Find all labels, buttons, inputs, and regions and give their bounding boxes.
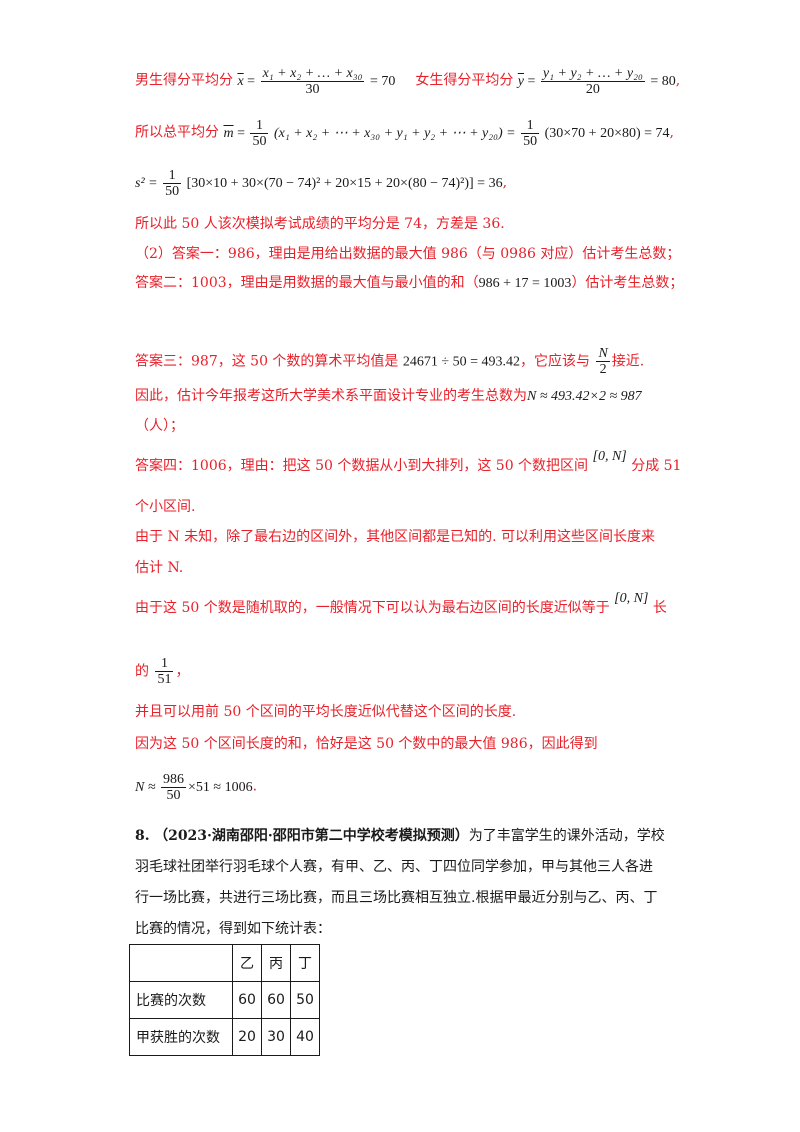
problem-number: 8. xyxy=(135,828,150,844)
answer-two: 答案二：1003，理由是用数据的最大值与最小值的和（986 + 17 = 100… xyxy=(135,275,684,291)
interval-0-n: [0, N] xyxy=(592,449,627,464)
answer-four-line2: 个小区间. xyxy=(135,499,196,515)
problem-source: （2023·湖南邵阳·邵阳市第二中学校考模拟预测） xyxy=(154,828,469,844)
answer-one: （2）答案一：986，理由是用给出数据的最大值 986（与 0986 对应）估计… xyxy=(135,246,681,262)
answer-three-formula: 24671 ÷ 50 = 493.42 xyxy=(402,354,520,370)
problem-8-line4: 比赛的情况，得到如下统计表： xyxy=(135,921,331,937)
part1-conclusion: 所以此 50 人该次模拟考试成绩的平均分是 74，方差是 36. xyxy=(135,216,505,232)
interval-0-n-2: [0, N] xyxy=(614,591,649,606)
answer-four-line6: 的 1 51 ， xyxy=(135,656,190,687)
male-avg-formula: x = x₁ + x₂ + … + x₃₀ 30 = 70 xyxy=(237,66,396,97)
total-avg-label: 所以总平均分 xyxy=(135,124,219,141)
final-estimate-formula: N ≈ 986 50 ×51 ≈ 1006 xyxy=(135,772,253,803)
answer-four-final: N ≈ 986 50 ×51 ≈ 1006. xyxy=(135,772,258,803)
table-header-row: 乙 丙 丁 xyxy=(129,944,320,982)
problem-8-line1: 8. （2023·湖南邵阳·邵阳市第二中学校考模拟预测）为了丰富学生的课外活动，… xyxy=(135,828,665,844)
answer-four-line7: 并且可以用前 50 个区间的平均长度近似代替这个区间的长度. xyxy=(135,704,517,720)
total-avg-formula: m = 1 50 (x₁ + x₂ + ⋯ + x₃₀ + y₁ + y₂ + … xyxy=(223,118,670,149)
table-row: 比赛的次数 60 60 50 xyxy=(129,981,320,1019)
n-over-2-fraction: N 2 xyxy=(596,346,610,377)
table-cell: 20 xyxy=(232,1018,262,1056)
answer-four-line4: 估计 N. xyxy=(135,560,184,576)
answer-three-unit: （人）； xyxy=(135,418,184,434)
answer-three: 答案三：987，这 50 个数的算术平均值是 24671 ÷ 50 = 493.… xyxy=(135,346,645,377)
one-over-51-fraction: 1 51 xyxy=(155,656,174,687)
male-female-average-line: 男生得分平均分 x = x₁ + x₂ + … + x₃₀ 30 = 70 女生… xyxy=(135,66,681,97)
problem-8-line3: 行一场比赛，共进行三场比赛，而且三场比赛相互独立.根据甲最近分别与乙、丙、丁 xyxy=(135,890,658,906)
table-corner-cell xyxy=(129,944,233,982)
female-avg-formula: y = y₁ + y₂ + … + y₂₀ 20 = 80 xyxy=(517,66,676,97)
row-label: 比赛的次数 xyxy=(129,981,233,1019)
problem-8-line2: 羽毛球社团举行羽毛球个人赛，有甲、乙、丙、丁四位同学参加，甲与其他三人各进 xyxy=(135,859,653,875)
answer-four-line8: 因为这 50 个区间长度的和，恰好是这 50 个数中的最大值 986，因此得到 xyxy=(135,736,598,752)
match-statistics-table: 乙 丙 丁 比赛的次数 60 60 50 甲获胜的次数 20 30 40 xyxy=(129,944,320,1056)
table-cell: 50 xyxy=(290,981,320,1019)
answer-four: 答案四：1006，理由：把这 50 个数据从小到大排列，这 50 个数把区间 [… xyxy=(135,449,682,474)
answer-four-line3: 由于 N 未知，除了最右边的区间外，其他区间都是已知的. 可以利用这些区间长度来 xyxy=(135,529,656,545)
variance-formula: s² = 1 50 [30×10 + 30×(70 − 74)² + 20×15… xyxy=(135,168,503,199)
table-cell: 60 xyxy=(261,981,291,1019)
table-cell: 30 xyxy=(261,1018,291,1056)
table-row: 甲获胜的次数 20 30 40 xyxy=(129,1018,320,1056)
answer-three-estimate: 因此，估计今年报考这所大学美术系平面设计专业的考生总数为N ≈ 493.42×2… xyxy=(135,388,642,404)
answer-two-formula: 986 + 17 = 1003 xyxy=(478,276,572,291)
variance-line: s² = 1 50 [30×10 + 30×(70 − 74)² + 20×15… xyxy=(135,168,508,199)
column-header: 乙 xyxy=(232,944,262,982)
answer-four-line5: 由于这 50 个数是随机取的，一般情况下可以认为最右边区间的长度近似等于 [0,… xyxy=(135,591,667,616)
column-header: 丙 xyxy=(261,944,291,982)
total-average-line: 所以总平均分 m = 1 50 (x₁ + x₂ + ⋯ + x₃₀ + y₁ … xyxy=(135,118,674,149)
female-avg-label: 女生得分平均分 xyxy=(415,72,514,89)
table-cell: 60 xyxy=(232,981,262,1019)
table-cell: 40 xyxy=(290,1018,320,1056)
row-label: 甲获胜的次数 xyxy=(129,1018,233,1056)
male-avg-label: 男生得分平均分 xyxy=(135,72,233,89)
answer-three-estimate-formula: N ≈ 493.42×2 ≈ 987 xyxy=(527,389,642,404)
column-header: 丁 xyxy=(290,944,320,982)
